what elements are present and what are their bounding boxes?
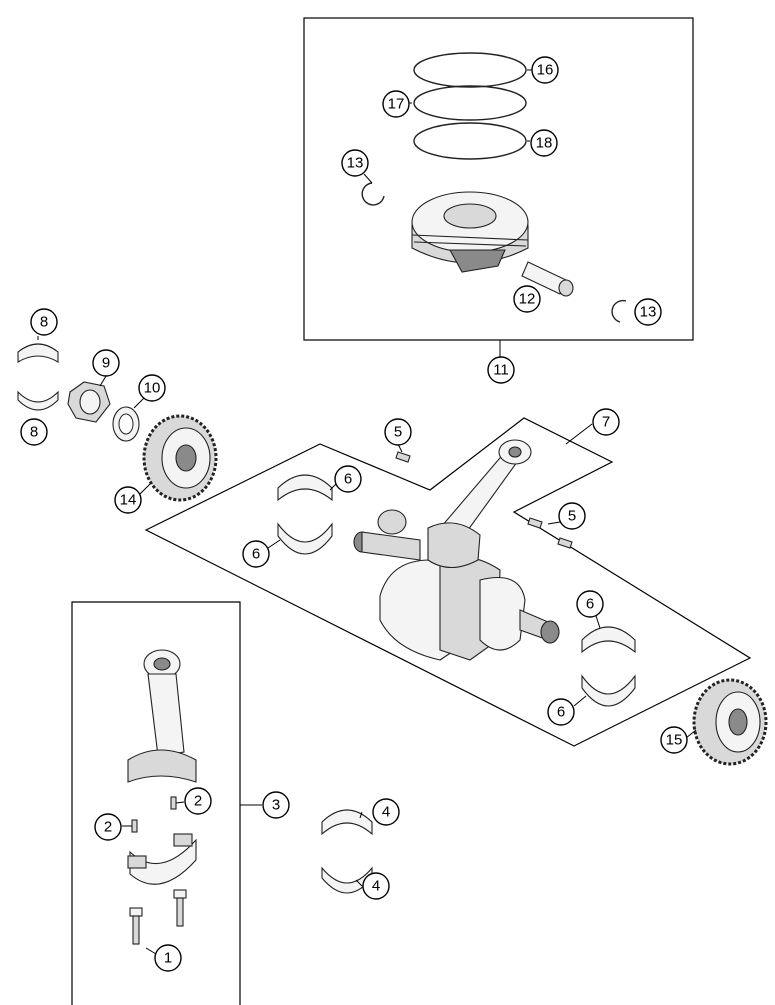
crankshaft-group-leader <box>565 423 593 445</box>
callout-2-right: 2 <box>184 787 212 815</box>
circlip-right <box>611 299 627 323</box>
main-bearing-shell-upper-left <box>277 474 333 502</box>
callout-17: 17 <box>382 90 410 118</box>
svg-text:5: 5 <box>568 508 576 525</box>
conrod-bolt-left <box>129 907 143 945</box>
svg-text:2: 2 <box>194 793 202 810</box>
callout-11: 11 <box>487 356 515 384</box>
svg-text:1: 1 <box>164 950 172 967</box>
svg-text:17: 17 <box>388 96 405 113</box>
balancer-bearing-shell-lower <box>17 390 59 411</box>
svg-text:6: 6 <box>586 596 594 613</box>
callout-6-upper-right: 6 <box>576 590 604 618</box>
woodruff-key-top <box>395 451 411 463</box>
svg-text:8: 8 <box>30 424 38 441</box>
callout-1: 1 <box>154 944 182 972</box>
callout-12: 12 <box>513 285 541 313</box>
svg-text:18: 18 <box>536 135 553 152</box>
callout-15: 15 <box>660 726 688 754</box>
hex-nut <box>67 381 111 423</box>
callout-6-lower-right: 6 <box>547 698 575 726</box>
svg-text:11: 11 <box>493 362 509 379</box>
conrod-bolt-right <box>173 889 187 927</box>
callout-13-left: 13 <box>341 149 369 177</box>
svg-text:5: 5 <box>394 424 402 441</box>
svg-text:15: 15 <box>666 732 683 749</box>
svg-text:9: 9 <box>102 355 110 372</box>
svg-text:6: 6 <box>252 546 260 563</box>
svg-text:10: 10 <box>144 380 161 397</box>
woodruff-key-right-b <box>557 537 573 549</box>
svg-text:8: 8 <box>40 314 48 331</box>
circlip-left <box>361 182 385 206</box>
piston-ring-17 <box>413 85 527 121</box>
callout-4-bottom: 4 <box>362 872 390 900</box>
dowel-pin-left <box>131 819 138 833</box>
callout-4-top: 4 <box>372 798 400 826</box>
balancer-bearing-shell-upper <box>17 343 59 363</box>
main-bearing-shell-lower-right <box>581 674 636 707</box>
dowel-pin-right <box>170 796 177 810</box>
piston-group-frame <box>303 17 694 341</box>
svg-text:14: 14 <box>120 492 137 509</box>
callout-6-upper-left: 6 <box>334 465 362 493</box>
piston <box>411 191 529 273</box>
svg-text:13: 13 <box>640 304 657 321</box>
washer <box>112 406 140 442</box>
connecting-rod <box>127 649 197 783</box>
callout-5-top: 5 <box>384 418 412 446</box>
leader-lines <box>37 69 697 955</box>
svg-text:6: 6 <box>344 471 352 488</box>
callout-14: 14 <box>114 486 142 514</box>
piston-ring-18 <box>413 122 527 160</box>
piston-pin <box>521 261 574 297</box>
connecting-rod-assembled <box>427 439 532 569</box>
callout-6-lower-left: 6 <box>242 540 270 568</box>
conrod-bearing-shell-upper <box>321 809 373 836</box>
gear-wheel-left <box>142 414 218 502</box>
crankshaft-group-frame <box>144 417 752 747</box>
svg-text:4: 4 <box>382 804 390 821</box>
svg-text:3: 3 <box>272 797 280 814</box>
connecting-rod-cap <box>127 833 197 885</box>
svg-text:16: 16 <box>537 62 554 79</box>
svg-text:13: 13 <box>347 155 364 172</box>
callout-2-left: 2 <box>94 813 122 841</box>
callout-10: 10 <box>138 374 166 402</box>
main-bearing-shell-lower-left <box>277 522 333 555</box>
callout-3: 3 <box>262 791 290 819</box>
svg-text:12: 12 <box>519 291 536 308</box>
callout-18: 18 <box>530 129 558 157</box>
callout-13-right: 13 <box>634 298 662 326</box>
svg-text:6: 6 <box>557 704 565 721</box>
callout-9: 9 <box>92 349 120 377</box>
callout-5-right: 5 <box>558 502 586 530</box>
woodruff-key-right-a <box>527 517 543 529</box>
svg-text:4: 4 <box>372 878 380 895</box>
piston-ring-16 <box>413 52 527 88</box>
callout-7: 7 <box>592 408 620 436</box>
gear-wheel-right <box>692 678 768 766</box>
connecting-rod-group-frame <box>71 601 241 1005</box>
main-bearing-shell-upper-right <box>581 626 636 654</box>
callout-8-bottom: 8 <box>20 418 48 446</box>
crankshaft <box>353 509 560 661</box>
svg-text:2: 2 <box>104 819 112 836</box>
svg-text:7: 7 <box>602 414 610 431</box>
callout-16: 16 <box>531 56 559 84</box>
callout-8-top: 8 <box>30 308 58 336</box>
